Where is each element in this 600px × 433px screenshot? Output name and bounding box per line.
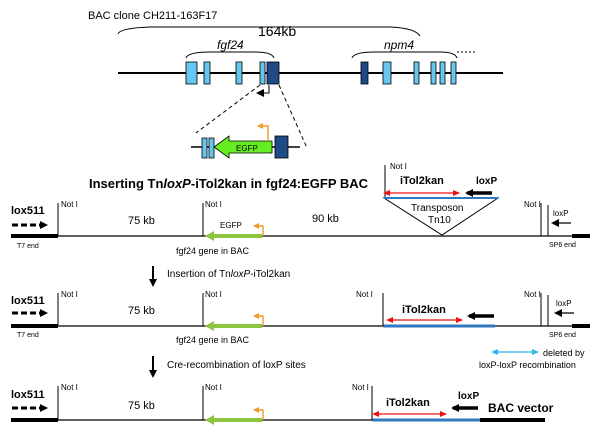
itol2kan-label: iTol2kan <box>402 304 446 316</box>
row3-promoter-arrow <box>253 407 264 420</box>
zoom-exon-dark <box>274 135 289 159</box>
exon <box>439 61 446 85</box>
exon <box>382 61 392 85</box>
fgf24-label: fgf24 <box>217 38 244 52</box>
bac-size-label: 164kb <box>258 23 296 39</box>
deleted-by-label: deleted by <box>543 348 585 358</box>
noti-label: Not I <box>205 383 222 392</box>
exon <box>185 61 198 85</box>
exon <box>360 61 369 85</box>
noti-label: Not I <box>390 162 407 171</box>
bac-vector-label: BAC vector <box>488 401 554 415</box>
exon <box>430 61 437 85</box>
t7-end-label: T7 end <box>17 243 39 250</box>
step2-label: Cre-recombination of loxP sites <box>167 360 306 371</box>
loxp-small-label: loxP <box>553 209 569 218</box>
egfp-promoter-arrow <box>257 123 269 141</box>
zoom-exon <box>201 137 208 159</box>
egfp-arrow <box>213 135 273 159</box>
fgf24-brace <box>185 51 275 59</box>
sp6-end-label: SP6 end <box>549 332 576 339</box>
kb75-label: 75 kb <box>128 400 155 412</box>
egfp-small-label: EGFP <box>220 221 242 230</box>
step1-label: Insertion of TnloxP-iTol2kan <box>167 269 290 280</box>
noti-label: Not I <box>356 290 373 299</box>
diagram-title: Inserting TnloxP-iTol2kan in fgf24:EGFP … <box>89 176 369 191</box>
loxp-small-label: loxP <box>556 299 572 308</box>
row3-gene-arrow <box>205 415 262 425</box>
loxp-recombination-label: loxP-loxP recombination <box>479 360 576 370</box>
fgf24-promoter-arrow <box>256 85 270 97</box>
zoom-line-left <box>195 84 261 134</box>
exon <box>203 61 211 85</box>
row2-promoter-arrow <box>253 313 264 326</box>
lox511-label: lox511 <box>11 205 45 217</box>
transposon-label: Transposon <box>411 203 463 214</box>
noti-label: Not I <box>61 290 78 299</box>
lox511-label: lox511 <box>11 389 45 401</box>
kb75-label: 75 kb <box>128 215 155 227</box>
noti-label: Not I <box>524 200 541 209</box>
sp6-end-label: SP6 end <box>549 242 576 249</box>
row1-gene-arrow <box>205 231 262 241</box>
noti-label: Not I <box>61 200 78 209</box>
exon <box>450 61 457 85</box>
noti-label: Not I <box>205 200 222 209</box>
bac-clone-label: BAC clone CH211-163F17 <box>88 10 217 22</box>
exon <box>259 61 266 85</box>
row1-promoter-arrow <box>253 223 264 236</box>
zoom-line-right <box>278 84 308 149</box>
kb75-label: 75 kb <box>128 305 155 317</box>
egfp-label: EGFP <box>236 144 258 153</box>
exon <box>266 61 280 85</box>
lox511-label: lox511 <box>11 295 45 307</box>
row2-gene-arrow <box>205 321 262 331</box>
kb90-label: 90 kb <box>312 213 339 225</box>
npm4-exons <box>360 61 457 85</box>
noti-label: Not I <box>352 383 369 392</box>
noti-label: Not I <box>205 290 222 299</box>
bac-brace <box>117 26 421 37</box>
loxp-label: loxP <box>458 391 479 402</box>
npm4-brace <box>351 51 458 59</box>
exon <box>413 61 420 85</box>
noti-label: Not I <box>61 383 78 392</box>
fgf24-in-bac-label: fgf24 gene in BAC <box>176 335 250 345</box>
fgf24-exons <box>185 61 280 85</box>
loxp-label: loxP <box>476 176 497 187</box>
zoom-exon <box>208 137 215 159</box>
noti-label: Not I <box>524 290 541 299</box>
itol2kan-label: iTol2kan <box>400 175 444 187</box>
tn10-label: Tn10 <box>428 215 451 226</box>
itol2kan-label: iTol2kan <box>386 397 430 409</box>
npm4-label: npm4 <box>384 38 414 52</box>
exon <box>235 61 243 85</box>
fgf24-in-bac-label: fgf24 gene in BAC <box>176 246 250 256</box>
t7-end-label: T7 end <box>17 332 39 339</box>
